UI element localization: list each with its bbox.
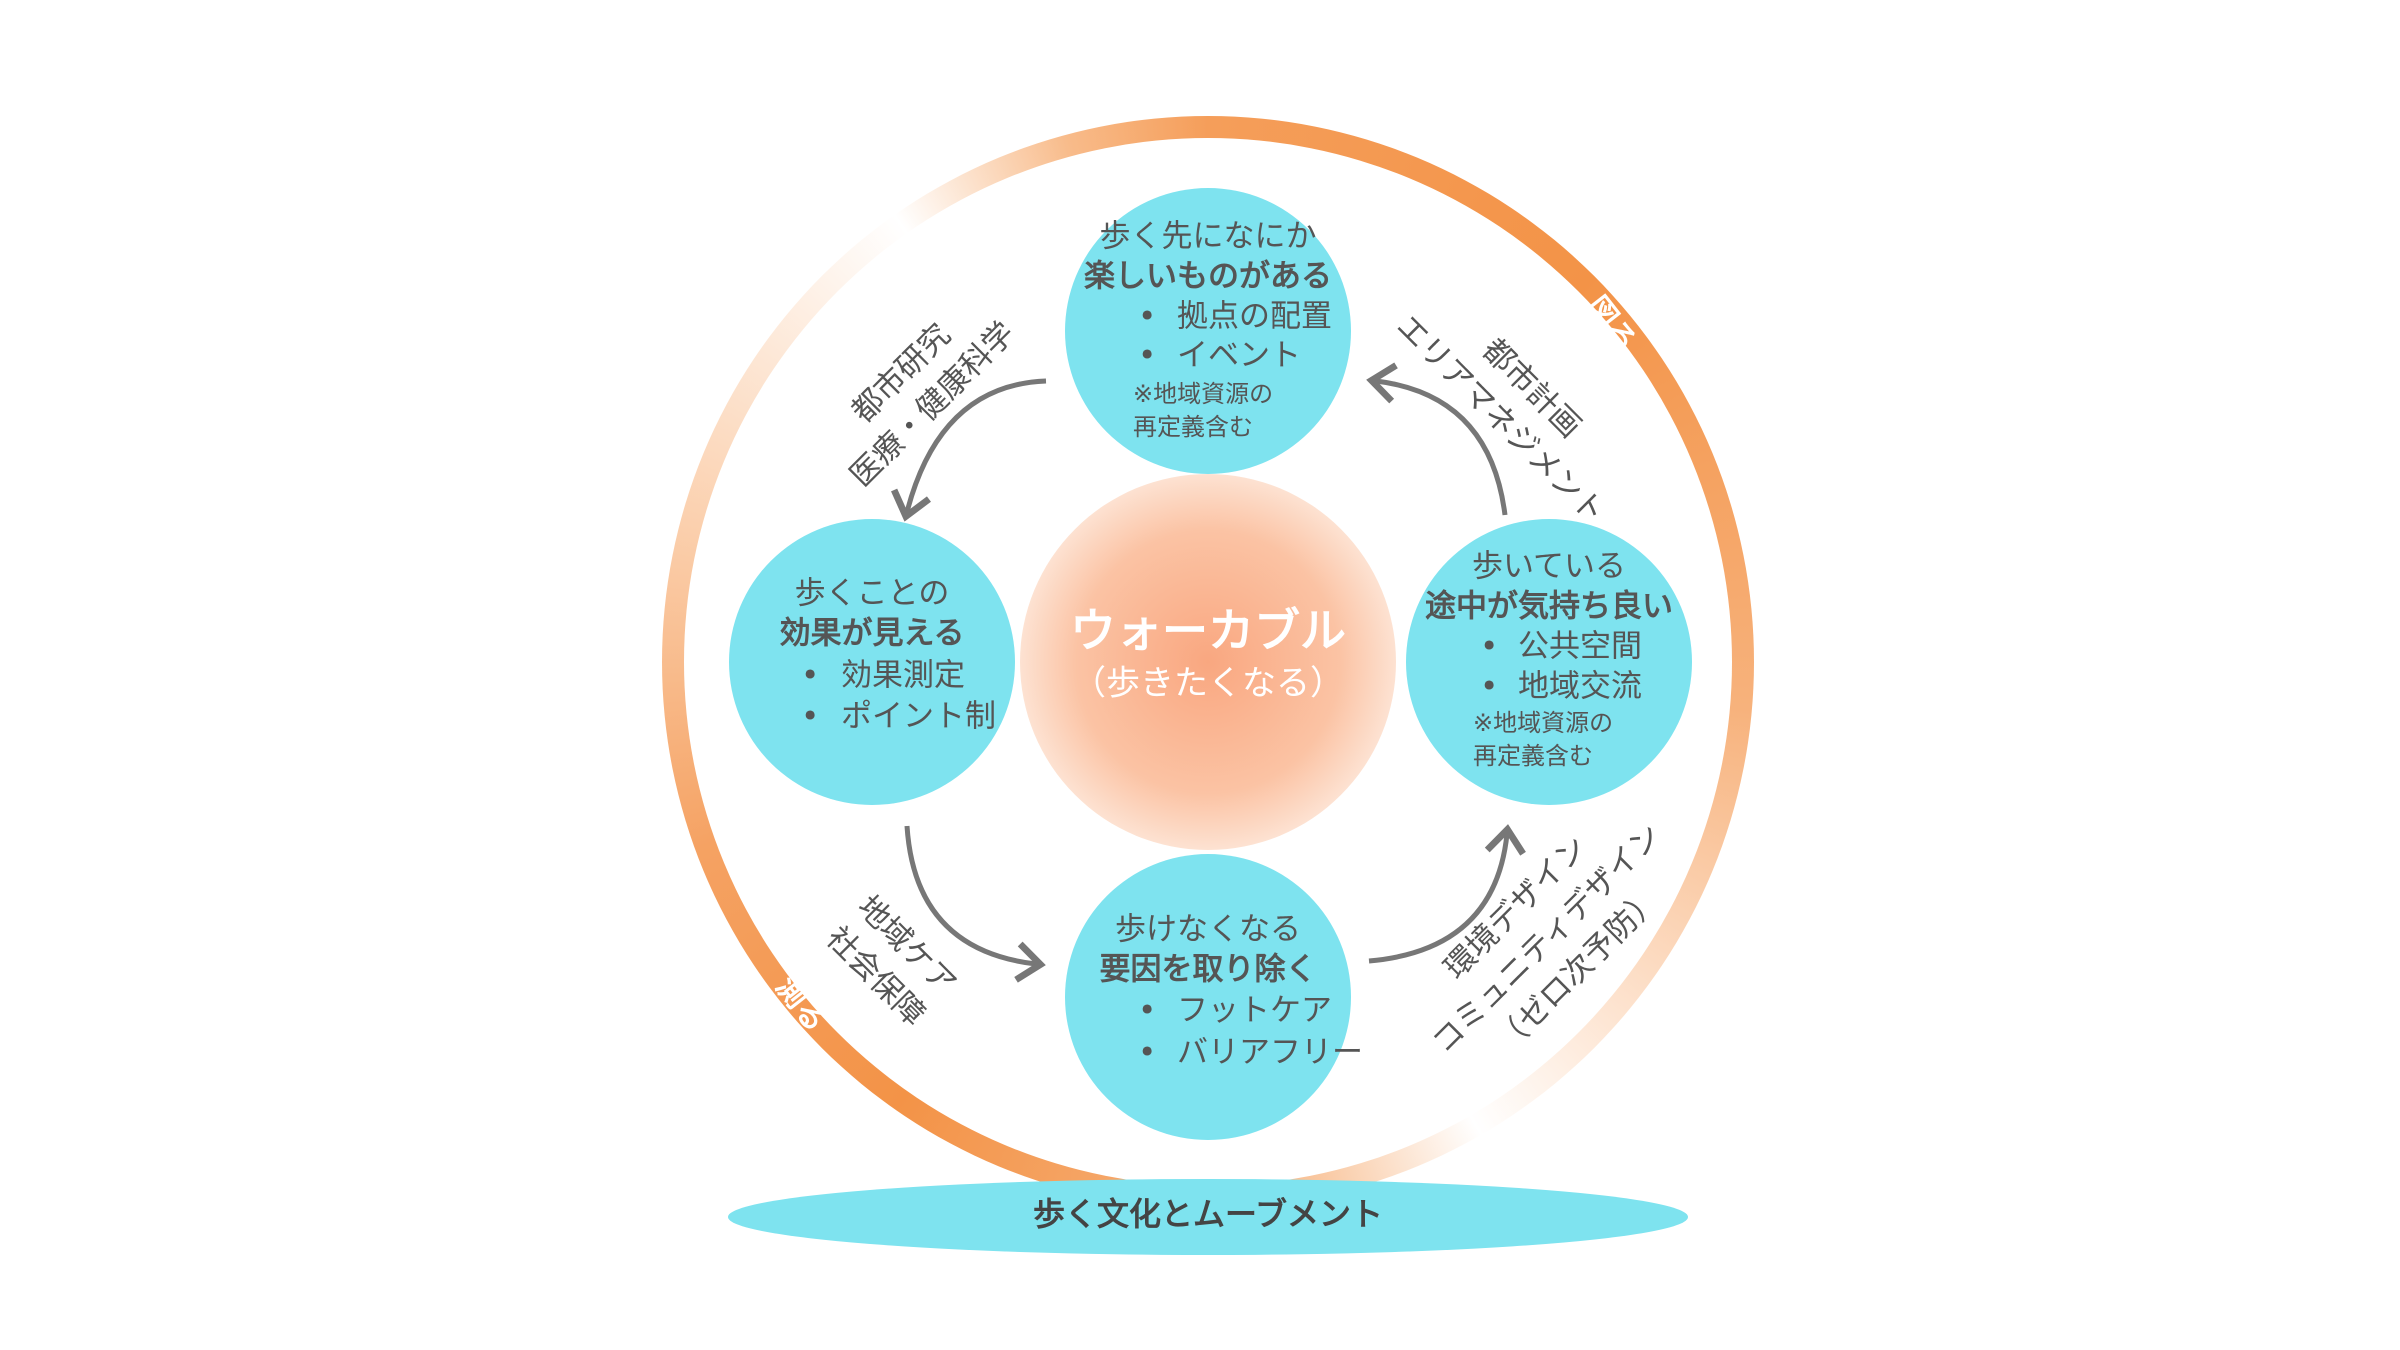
center-circle (1020, 474, 1396, 850)
bullet: • (1480, 629, 1498, 665)
left-bullet-1: 効果測定 (841, 658, 965, 694)
right-circle: 歩いている 途中が気持ち良い • 公共空間 • 地域交流 ※地域資源の 再定義含… (1406, 519, 1692, 805)
top-bullet-1: 拠点の配置 (1177, 299, 1332, 335)
bullet: • (801, 699, 819, 735)
bottom-circle: 歩けなくなる 要因を取り除く • フットケア • バリアフリー (1065, 854, 1363, 1140)
arrow-left-to-bottom (904, 825, 1046, 983)
center-title: ウォーカブル (1070, 604, 1346, 658)
top-note-2: 再定義含む (1133, 413, 1253, 441)
left-line2: 効果が見える (779, 616, 964, 652)
bottom-bullet-1: フットケア (1177, 993, 1332, 1029)
bullet: • (1138, 993, 1156, 1029)
left-circle: 歩くことの 効果が見える • 効果測定 • ポイント制 (729, 519, 1015, 805)
ring-label-plan: 図る (1579, 290, 1644, 359)
base-ellipse (728, 1179, 1688, 1255)
bullet: • (801, 658, 819, 694)
top-bullet-2: イベント (1177, 338, 1301, 374)
top-circle: 歩く先になにか 楽しいものがある • 拠点の配置 • イベント ※地域資源の 再… (1065, 188, 1351, 474)
right-bullet-1: 公共空間 (1518, 629, 1642, 665)
label-bottom-left: 地域ケア 社会保障 (819, 889, 963, 1033)
right-note-2: 再定義含む (1473, 742, 1593, 770)
left-line1: 歩くことの (795, 576, 950, 612)
bullet: • (1138, 1035, 1156, 1071)
ring-label-measure: 測る (769, 970, 834, 1039)
bullet: • (1138, 338, 1156, 374)
left-bullet-2: ポイント制 (841, 699, 996, 735)
top-line1: 歩く先になにか (1100, 219, 1317, 255)
top-note-1: ※地域資源の (1133, 380, 1273, 408)
base-label: 歩く文化とムーブメント (1033, 1195, 1383, 1233)
arrow-bottom-to-right (1368, 824, 1526, 964)
bullet: • (1138, 299, 1156, 335)
label-top-left: 都市研究 医療・健康科学 (843, 315, 1022, 494)
right-line1: 歩いている (1472, 549, 1626, 585)
bullet: • (1480, 669, 1498, 705)
bottom-bullet-2: バリアフリー (1177, 1035, 1363, 1071)
center-subtitle: （歩きたくなる） (1072, 664, 1344, 704)
arrow-right-to-top (1366, 362, 1508, 516)
top-line2: 楽しいものがある (1084, 259, 1332, 295)
arrow-top-to-left (891, 378, 1047, 522)
right-line2: 途中が気持ち良い (1425, 589, 1673, 625)
right-note-1: ※地域資源の (1473, 709, 1613, 737)
bottom-line2: 要因を取り除く (1100, 952, 1317, 988)
right-bullet-2: 地域交流 (1518, 669, 1642, 705)
label-bottom-right: 環境デザイン コミュニティデザイン （ゼロ次予防） (1425, 817, 1668, 1060)
bottom-line1: 歩けなくなる (1115, 912, 1301, 948)
